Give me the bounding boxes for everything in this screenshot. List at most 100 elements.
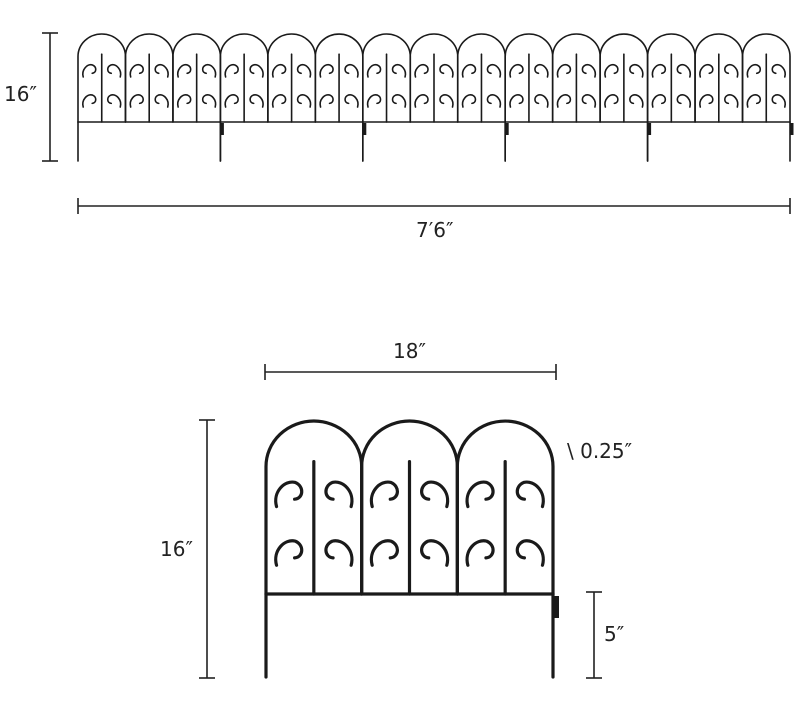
fence-scroll [369,480,399,509]
fence-arch [360,419,459,596]
fence-scroll [629,64,644,78]
fence-arch [456,33,506,123]
fence-scroll [515,539,545,567]
fence-panel [646,33,794,162]
fence-scroll [461,94,477,108]
fence-scroll [486,94,502,108]
fence-scroll [249,94,264,108]
fence-scroll [391,94,407,108]
fence-arch [124,33,174,123]
fence-scroll [486,64,502,78]
fence-scroll [154,94,169,108]
fence-scroll [271,94,287,108]
fence-scroll [414,94,429,108]
stake-height-label: 5″ [604,622,624,646]
fence-panel [264,419,559,679]
fence-arch [551,33,601,123]
fence-scroll [369,539,399,567]
fence-scroll [629,94,644,108]
fence-scroll [176,94,192,108]
connector-clip [789,123,794,135]
fence-panel [361,33,509,162]
fence-scroll [82,94,97,108]
fence-scroll [344,94,359,108]
overview-height-dimension: 16″ [4,32,58,162]
fence-scroll [581,94,597,108]
fence-arch [314,33,364,123]
fence-scroll [129,94,144,108]
fence-arch [646,33,696,123]
fence-scroll [699,64,714,78]
fence-scroll [724,64,739,78]
fence-scroll [515,480,545,509]
fence-scroll [274,539,304,567]
fence-scroll [224,64,239,78]
detail-height-dimension: 16″ [160,419,215,679]
detail-width-dimension: 18″ [264,339,557,380]
fence-scroll [439,94,454,108]
fence-panel [219,33,367,162]
stake-dimension: 5″ [586,591,624,679]
fence-scroll [699,94,714,108]
fence-panel [77,33,224,162]
fence-scroll [324,539,354,567]
fence-scroll [465,480,495,509]
fence-scroll [534,64,549,78]
fence-scroll [439,64,454,78]
fence-arch [219,33,269,123]
fence-scroll [509,94,524,108]
fence-scroll [271,64,287,78]
detail-section: 18″ 16″ \ 0.25″ 5″ [160,339,632,679]
overview-length-label: 7′6″ [416,218,453,242]
fence-panel [504,33,652,162]
fence-arch [455,419,555,596]
fence-scroll [249,64,264,78]
fence-scroll [604,94,619,108]
fence-scroll [465,539,495,567]
fence-scroll [771,64,786,78]
fence-scroll [129,64,144,78]
fence-scroll [82,64,97,78]
fence-arch [267,33,317,123]
fence-scroll [366,94,382,108]
overview-section: 16″ 7′6″ [4,32,794,242]
fence-scroll [366,64,382,78]
wire-thickness-label: \ 0.25″ [567,439,632,463]
overview-height-label: 16″ [4,82,37,106]
fence-scroll [676,94,692,108]
fence-arch [409,33,459,123]
fence-scroll [420,480,450,509]
fence-arch [172,33,222,123]
fence-scroll [581,64,597,78]
overview-length-dimension: 7′6″ [77,198,791,242]
fence-scroll [414,64,429,78]
fence-scroll [106,64,122,78]
fence-scroll [746,64,762,78]
detail-width-label: 18″ [393,339,426,363]
fence-scroll [461,64,477,78]
fence-scroll [344,64,359,78]
fence-scroll [509,64,524,78]
connector-clip [504,123,509,135]
fence-scroll [224,94,239,108]
fence-arch [504,33,554,123]
fence-scroll [534,94,549,108]
fence-scroll [296,94,312,108]
fence-scroll [319,64,334,78]
fence-scroll [556,94,572,108]
fence-scroll [201,94,217,108]
overview-fence-row [77,33,794,162]
connector-clip [647,123,652,135]
fence-scroll [420,539,450,567]
connector-clip [552,596,559,618]
fence-scroll [154,64,169,78]
fence-scroll [274,480,304,509]
fence-scroll [724,94,739,108]
fence-scroll [201,64,217,78]
detail-fence-panel [264,419,559,679]
fence-scroll [391,64,407,78]
fence-arch [741,33,791,123]
detail-height-label: 16″ [160,537,193,561]
connector-clip [362,123,367,135]
